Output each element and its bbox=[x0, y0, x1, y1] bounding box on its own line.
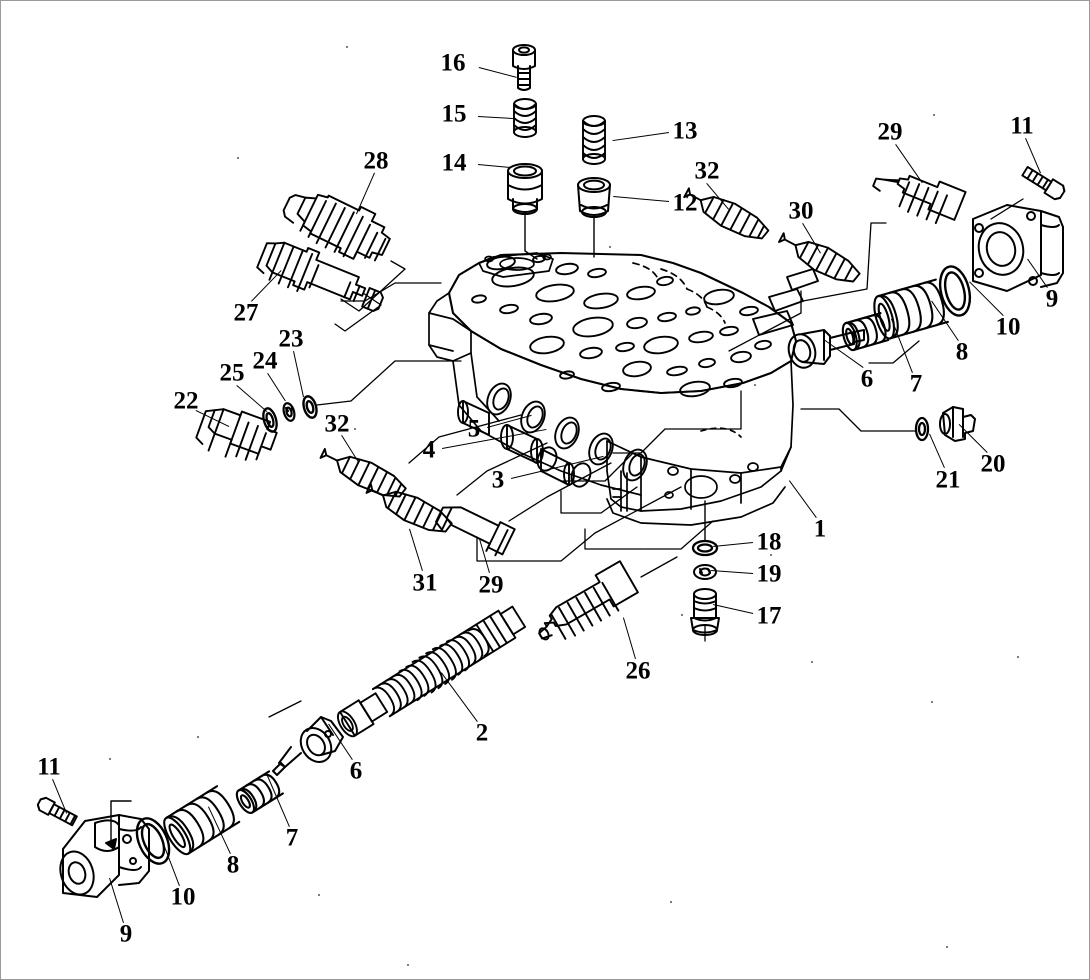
scan-speckle bbox=[407, 964, 409, 966]
scan-speckle bbox=[237, 157, 239, 159]
callout-label-19[interactable]: 19 bbox=[756, 560, 782, 588]
callout-label-13[interactable]: 13 bbox=[672, 117, 698, 145]
callout-label-5[interactable]: 5 bbox=[467, 415, 481, 443]
callout-label-18[interactable]: 18 bbox=[756, 528, 782, 556]
callout-label-2[interactable]: 2 bbox=[475, 719, 489, 747]
scan-speckle bbox=[197, 736, 199, 738]
scan-speckle bbox=[670, 901, 672, 903]
callout-label-9[interactable]: 9 bbox=[1045, 285, 1059, 313]
callout-label-24[interactable]: 24 bbox=[252, 347, 278, 375]
scan-speckle bbox=[354, 428, 356, 430]
callout-label-10b[interactable]: 10 bbox=[170, 883, 196, 911]
callout-label-8b[interactable]: 8 bbox=[226, 851, 240, 879]
callout-label-22[interactable]: 22 bbox=[173, 387, 199, 415]
callout-label-25[interactable]: 25 bbox=[219, 359, 245, 387]
scan-speckle bbox=[933, 114, 935, 116]
scan-speckle bbox=[681, 614, 683, 616]
callout-label-1[interactable]: 1 bbox=[813, 515, 827, 543]
callout-label-21[interactable]: 21 bbox=[935, 466, 961, 494]
callout-label-27[interactable]: 27 bbox=[233, 299, 259, 327]
callout-label-8[interactable]: 8 bbox=[955, 338, 969, 366]
callout-label-20[interactable]: 20 bbox=[980, 450, 1006, 478]
callout-label-32[interactable]: 32 bbox=[694, 157, 720, 185]
scan-speckle bbox=[770, 554, 772, 556]
scan-speckle bbox=[811, 661, 813, 663]
callout-label-7[interactable]: 7 bbox=[909, 370, 923, 398]
callout-label-6[interactable]: 6 bbox=[860, 365, 874, 393]
callout-label-14[interactable]: 14 bbox=[441, 149, 467, 177]
callout-label-7b[interactable]: 7 bbox=[285, 824, 299, 852]
callout-label-30[interactable]: 30 bbox=[788, 197, 814, 225]
scan-speckle bbox=[931, 701, 933, 703]
scan-speckle bbox=[609, 246, 611, 248]
callout-label-16[interactable]: 16 bbox=[440, 49, 466, 77]
callout-label-28[interactable]: 28 bbox=[363, 147, 389, 175]
scan-speckle bbox=[318, 894, 320, 896]
callout-label-6b[interactable]: 6 bbox=[349, 757, 363, 785]
callout-label-11b[interactable]: 11 bbox=[37, 753, 61, 781]
callout-label-15[interactable]: 15 bbox=[441, 100, 467, 128]
callout-label-12[interactable]: 12 bbox=[672, 189, 698, 217]
callout-label-31[interactable]: 31 bbox=[412, 569, 438, 597]
callout-label-9b[interactable]: 9 bbox=[119, 920, 133, 948]
scan-speckle bbox=[346, 46, 348, 48]
callout-label-29b[interactable]: 29 bbox=[478, 571, 504, 599]
callout-label-32b[interactable]: 32 bbox=[324, 410, 350, 438]
scan-speckle bbox=[109, 758, 111, 760]
callout-label-3[interactable]: 3 bbox=[491, 466, 505, 494]
scan-speckle bbox=[642, 548, 644, 550]
callout-label-23[interactable]: 23 bbox=[278, 325, 304, 353]
callout-label-11[interactable]: 11 bbox=[1010, 112, 1034, 140]
callout-label-17[interactable]: 17 bbox=[756, 602, 782, 630]
scan-speckle bbox=[946, 946, 948, 948]
callout-label-26[interactable]: 26 bbox=[625, 657, 651, 685]
callout-label-10[interactable]: 10 bbox=[995, 313, 1021, 341]
scan-speckle bbox=[1017, 656, 1019, 658]
scan-speckle bbox=[754, 384, 756, 386]
callout-label-29[interactable]: 29 bbox=[877, 118, 903, 146]
callout-label-4[interactable]: 4 bbox=[422, 436, 436, 464]
